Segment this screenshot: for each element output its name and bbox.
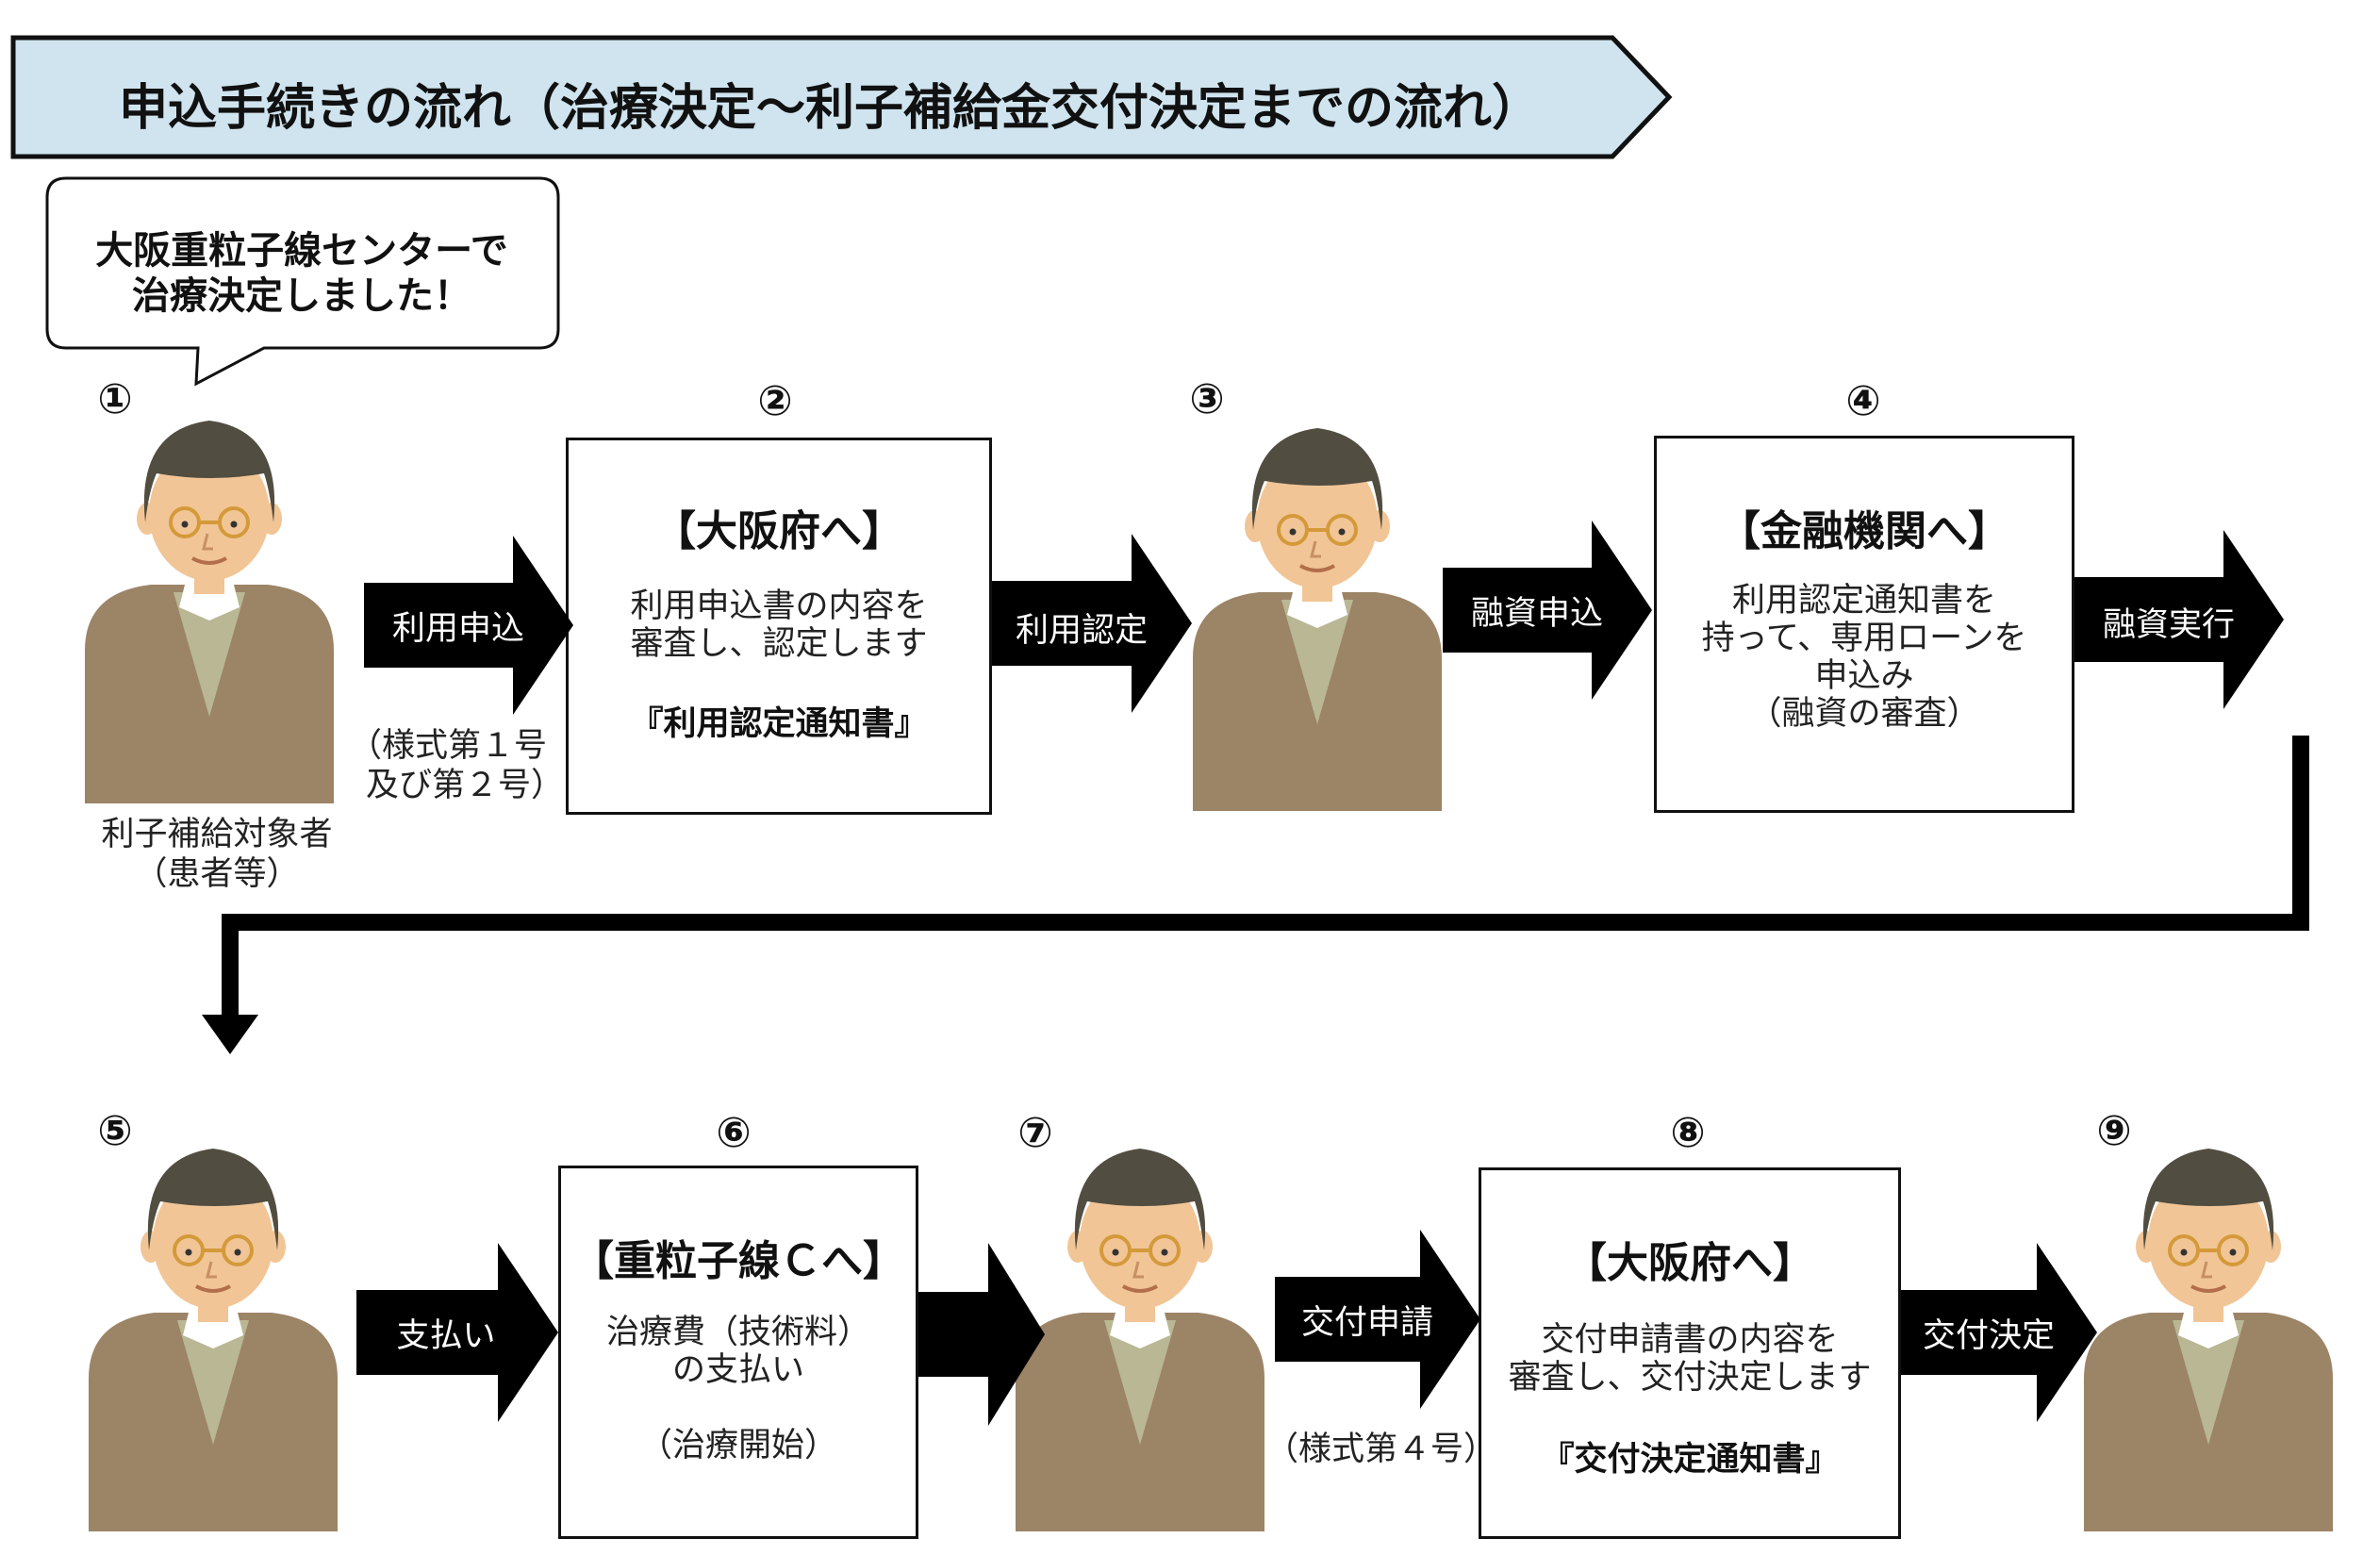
box-body: 治療費（技術料） の支払い	[561, 1314, 916, 1389]
arrow-icon	[364, 536, 573, 715]
step-box-financial-institution: 【金融機関へ】 利用認定通知書を 持って、専用ローンを 申込み （融資の審査）	[1654, 436, 2074, 813]
speech-bubble-text: 大阪重粒子線センターで 治療決定しました！	[47, 228, 556, 319]
box-line: （融資の審査）	[1748, 695, 1980, 733]
bubble-line: 治療決定しました！	[132, 274, 471, 318]
box-line: 審査し、交付決定します	[1508, 1359, 1872, 1397]
step-number: ⑧	[1670, 1109, 1706, 1157]
step-number: ②	[757, 377, 793, 425]
arrow-icon	[992, 534, 1192, 713]
step-number: ①	[97, 375, 133, 423]
step-number: ⑨	[2096, 1107, 2132, 1155]
patient-caption: 利子補給対象者 （患者等）	[75, 815, 358, 894]
arrow-label: 支払い	[396, 1317, 496, 1355]
box-line: 利用認定通知書を	[1731, 582, 1996, 620]
box-line: 治療費（技術料）	[605, 1314, 870, 1351]
step-number: ⑥	[716, 1109, 752, 1157]
document-name: 『交付決定通知書』	[1541, 1441, 1839, 1479]
box-line: 持って、専用ローンを	[1701, 620, 2027, 657]
step-number: ⑦	[1017, 1109, 1053, 1157]
caption-line: 利子補給対象者	[101, 816, 333, 853]
box-note: （治療開始）	[638, 1427, 837, 1464]
arrow-icon	[2074, 530, 2284, 709]
box-heading: 【重粒子線Ｃへ】	[572, 1237, 904, 1285]
box-line: 審査し、認定します	[630, 625, 928, 663]
box-heading: 【金融機関へ】	[1719, 507, 2009, 555]
caption-line: 及び第２号）	[366, 767, 565, 804]
arrow-icon	[1443, 521, 1652, 700]
title-banner	[10, 35, 1673, 159]
arrow-label: 交付申請	[1300, 1304, 1433, 1342]
box-body: 交付申請書の内容を 審査し、交付決定します	[1481, 1321, 1898, 1397]
box-line: 交付申請書の内容を	[1541, 1321, 1839, 1359]
page-title: 申込手続きの流れ（治療決定〜利子補給金交付決定までの流れ）	[119, 80, 1542, 137]
step-number: ④	[1845, 377, 1881, 425]
box-heading: 【大阪府へ】	[654, 507, 903, 555]
arrow-icon	[918, 1243, 1045, 1426]
arrow-label: 融資申込	[1470, 595, 1603, 633]
form-caption: （様式第１号 及び第２号）	[349, 726, 575, 805]
caption-line: （患者等）	[134, 855, 300, 893]
box-line: 申込み	[1814, 657, 1914, 695]
caption-line: （様式第１号	[349, 727, 548, 765]
step-number: ⑤	[97, 1107, 133, 1155]
caption-line: （様式第４号）	[1265, 1431, 1497, 1468]
arrow-label: 利用認定	[1015, 612, 1148, 650]
bubble-line: 大阪重粒子線センターで	[95, 229, 508, 273]
box-heading: 【大阪府へ】	[1565, 1239, 1814, 1287]
speech-bubble	[45, 176, 560, 387]
arrow-label: 融資実行	[2102, 606, 2235, 644]
step-number: ③	[1189, 375, 1225, 423]
box-body: 利用認定通知書を 持って、専用ローンを 申込み （融資の審査）	[1657, 582, 2072, 733]
box-line: 利用申込書の内容を	[630, 587, 928, 625]
arrow-label: 利用申込	[391, 610, 524, 648]
form-caption: （様式第４号）	[1265, 1430, 1497, 1469]
box-line: の支払い	[671, 1351, 804, 1389]
arrow-icon	[1275, 1230, 1480, 1409]
arrow-icon	[1901, 1243, 2097, 1422]
step-box-osaka-prefecture: 【大阪府へ】 利用申込書の内容を 審査し、認定します 『利用認定通知書』	[566, 438, 992, 815]
arrow-label: 交付決定	[1922, 1317, 2055, 1355]
step-box-osaka-prefecture: 【大阪府へ】 交付申請書の内容を 審査し、交付決定します 『交付決定通知書』	[1479, 1167, 1901, 1539]
step-box-heavy-ion-center: 【重粒子線Ｃへ】 治療費（技術料） の支払い （治療開始）	[558, 1166, 918, 1539]
arrow-icon	[356, 1243, 558, 1422]
document-name: 『利用認定通知書』	[630, 705, 928, 743]
box-body: 利用申込書の内容を 審査し、認定します	[569, 587, 989, 663]
